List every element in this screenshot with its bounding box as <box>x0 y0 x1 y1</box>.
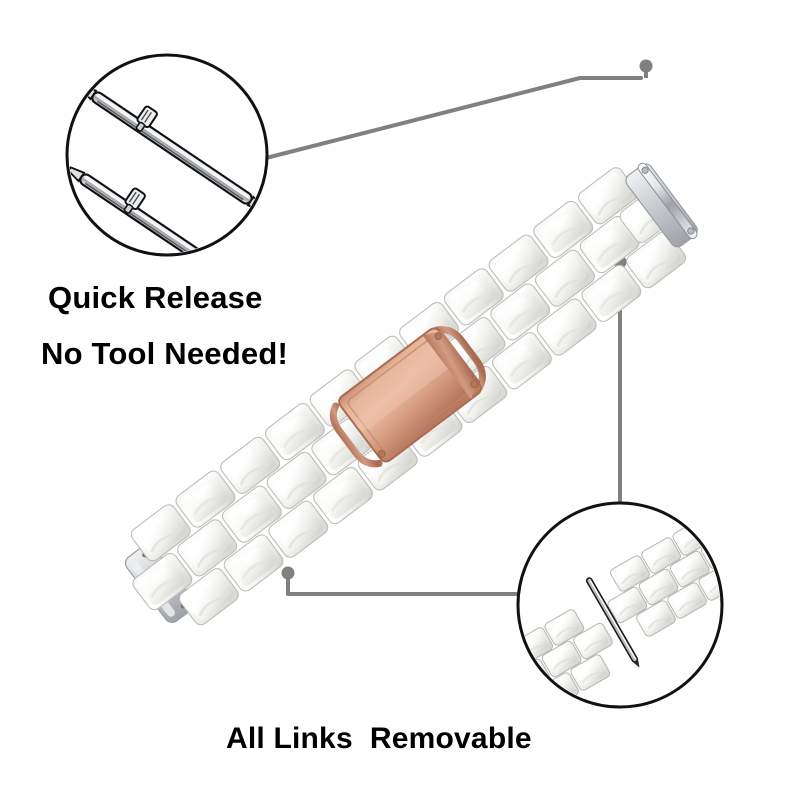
butterfly-clasp <box>329 326 486 468</box>
leader-line-left <box>281 566 526 596</box>
callout-quick-release <box>65 53 269 257</box>
caption-no-tool-needed: No Tool Needed! <box>41 336 288 371</box>
caption-all-links-removable: All Links Removable <box>226 722 532 755</box>
detached-link-clusters <box>520 505 720 705</box>
band-end-connector-upper <box>625 162 698 248</box>
callout-removable-links <box>516 501 724 709</box>
quick-release-spring-bars <box>69 84 265 253</box>
link-removal-pin <box>585 577 640 668</box>
caption-quick-release: Quick Release <box>48 280 263 315</box>
leader-line-top <box>264 59 653 160</box>
watch-band <box>124 162 698 629</box>
